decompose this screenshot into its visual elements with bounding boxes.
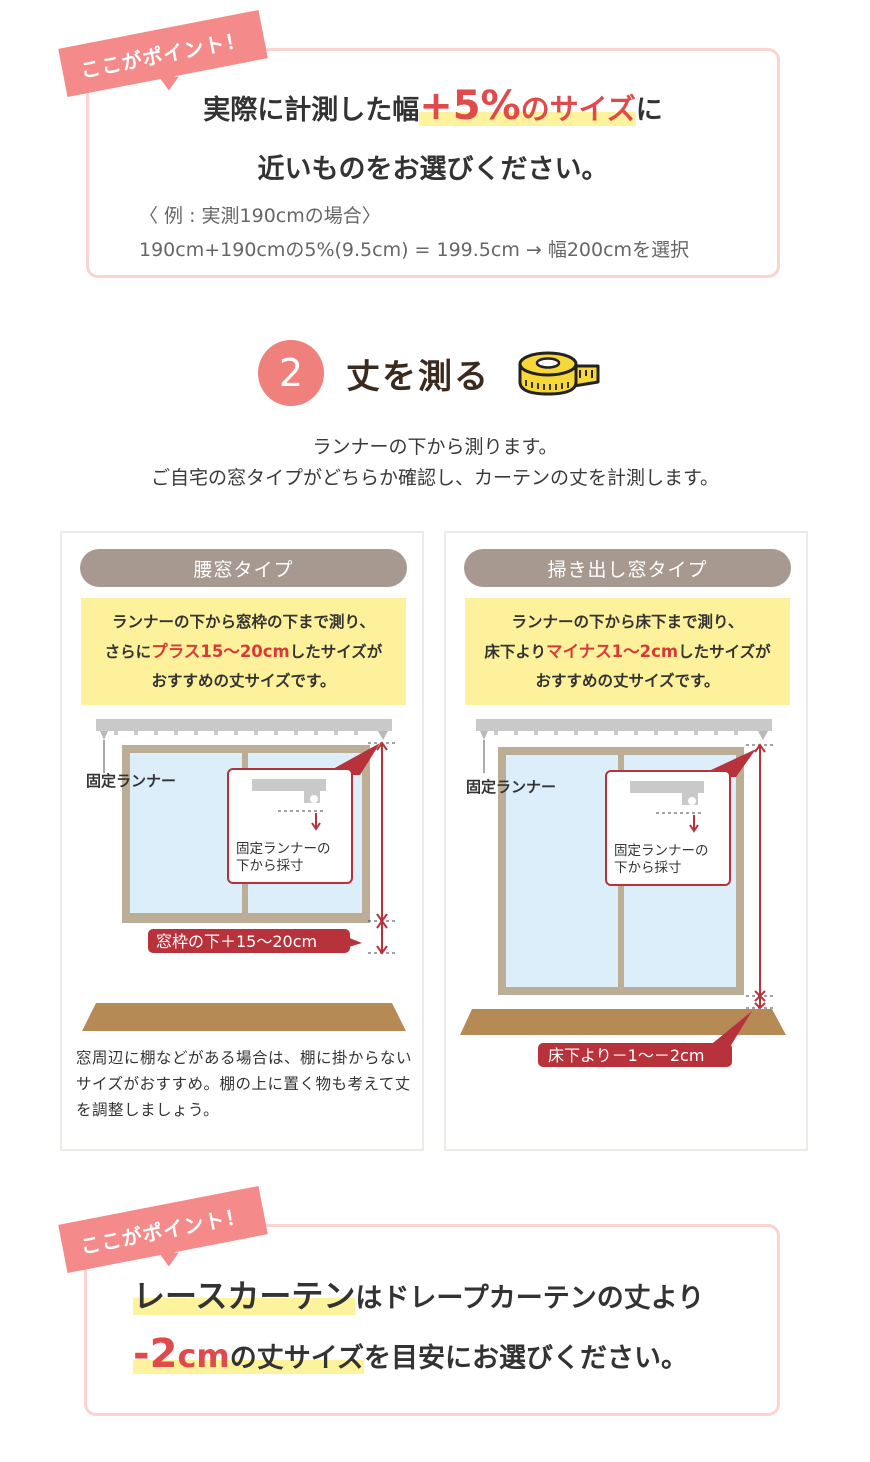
desc-red: プラス15～20cm [151,642,290,661]
example-label: 〈 例 : 実測190cmの場合〉 [139,205,381,227]
card-waist-window: 腰窓タイプ ランナーの下から窓枠の下まで測り、 さらにプラス15～20cmしたサ… [60,531,424,1151]
card-title: 掃き出し窓タイプ [464,549,791,587]
point-box-width: ここがポイント！ 実際に計測した幅+5%のサイズに 近いものをお選びください。 … [58,9,780,278]
desc-line3: おすすめの丈サイズです。 [151,672,336,690]
point-line1: レースカーテンはドレープカーテンの丈より [133,1271,704,1317]
desc-pre: さらに [104,643,152,661]
section-heading: 2 丈を測る [258,340,602,406]
card-floor-window: 掃き出し窓タイプ ランナーの下から床下まで測り、 床下よりマイナス1～2cmした… [444,531,808,1151]
desc-line2: 床下よりマイナス1～2cmしたサイズが [465,637,790,667]
floor-window-diagram: 固定ランナー 固定ランナーの 下から採寸 床下より－1～－2cm [460,719,786,1067]
section-intro: ランナーの下から測ります。 ご自宅の窓タイプがどちらか確認し、カーテンの丈を計測… [0,432,870,494]
point-headline-line2: 近いものをお選びください。 [257,154,609,185]
measure-label: 床下より－1～－2cm [548,1046,704,1065]
desc-line1: ランナーの下から窓枠の下まで測り、 [112,613,375,631]
desc-pre: 床下より [484,643,547,661]
card-note: 窓周辺に棚などがある場合は、棚に掛からないサイズがおすすめ。棚の上に置く物も考え… [76,1049,413,1119]
line2-rest: を目安にお選びください。 [363,1343,688,1374]
desc-line3: おすすめの丈サイズです。 [535,672,720,690]
headline-percent: +5% [419,83,521,129]
unit-cm: cm [177,1337,230,1375]
callout-line1: 固定ランナーの [236,841,331,857]
intro-line2: ご自宅の窓タイプがどちらか確認し、カーテンの丈を計測します。 [150,467,720,489]
runner-label: 固定ランナー [86,772,176,790]
step-number: 2 [258,340,324,406]
headline-pre: 実際に計測した幅 [203,95,420,126]
point-box-lace: ここがポイント！ レースカーテンはドレープカーテンの丈より -2cmの丈サイズを… [58,1185,780,1416]
point-tag: ここがポイント！ [58,1185,268,1274]
desc-line1: ランナーの下から床下まで測り、 [511,613,744,631]
minus-two: -2 [133,1331,178,1377]
callout-line2: 下から採寸 [614,860,682,876]
headline-post: に [635,95,663,126]
callout-line2: 下から採寸 [236,858,304,874]
tape-measure-icon [518,351,600,396]
section-title: 丈を測る [346,356,490,397]
card-description: ランナーの下から床下まで測り、 床下よりマイナス1～2cmしたサイズが おすすめ… [465,598,790,705]
lace-curtain-highlight: レースカーテン [133,1277,356,1315]
example-calc: 190cm+190cmの5%(9.5cm) = 199.5cm → 幅200cm… [139,239,690,261]
headline-size: のサイズ [520,92,636,126]
desc-line2: さらにプラス15～20cmしたサイズが [81,637,406,667]
desc-post: したサイズが [678,643,771,661]
card-title: 腰窓タイプ [80,549,407,587]
intro-line1: ランナーの下から測ります。 [312,436,558,458]
point-line2: -2cmの丈サイズを目安にお選びください。 [133,1331,688,1377]
runner-label: 固定ランナー [466,778,556,796]
card-description: ランナーの下から窓枠の下まで測り、 さらにプラス15～20cmしたサイズが おす… [81,598,406,705]
line1-rest: はドレープカーテンの丈より [355,1283,705,1314]
callout-line1: 固定ランナーの [614,843,709,859]
waist-window-diagram: 固定ランナー 固定ランナーの 下から採寸 窓枠の下＋15～20cm [82,719,406,1031]
length-size: の丈サイズ [229,1343,364,1374]
desc-red: マイナス1～2cm [546,642,679,661]
point-headline-line1: 実際に計測した幅+5%のサイズに [89,83,777,129]
desc-post: したサイズが [289,643,383,661]
measure-label: 窓枠の下＋15～20cm [156,932,317,951]
